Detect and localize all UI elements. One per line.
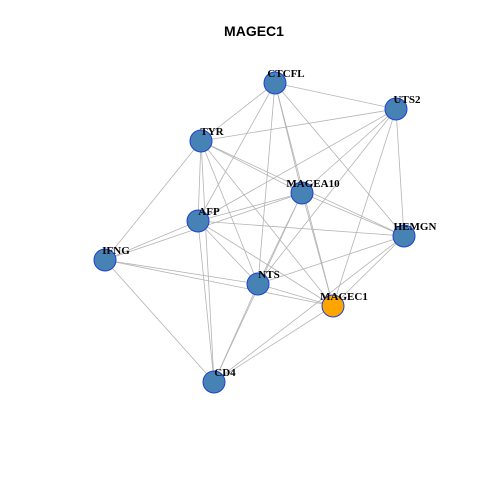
node-circle-hemgn[interactable] [392, 224, 416, 248]
node-circle-nts[interactable] [246, 272, 270, 296]
edges-layer [104, 82, 405, 383]
edge-magec1-cd4 [213, 305, 334, 383]
node-label-tyr: TYR [200, 126, 224, 138]
node-circle-magea10[interactable] [290, 181, 314, 205]
edge-uts2-magec1 [332, 108, 397, 307]
node-label-afp: AFP [198, 206, 220, 218]
edge-magea10-magec1 [301, 192, 334, 307]
edge-ctcfl-uts2 [274, 82, 397, 110]
edge-ctcfl-tyr [200, 82, 276, 142]
node-ctcfl[interactable]: CTCFL [263, 68, 305, 95]
edge-afp-magec1 [197, 220, 334, 307]
edge-magea10-afp [197, 192, 303, 222]
edge-uts2-magea10 [301, 108, 397, 194]
edge-tyr-afp [197, 140, 202, 222]
node-magec1[interactable]: MAGEC1 [320, 291, 368, 318]
edge-hemgn-nts [257, 235, 405, 285]
node-nts[interactable]: NTS [246, 269, 280, 296]
edge-tyr-ifng [104, 140, 202, 261]
edge-magea10-hemgn [301, 192, 405, 237]
node-label-nts: NTS [258, 269, 279, 281]
node-circle-afp[interactable] [186, 209, 210, 233]
node-label-ifng: IFNG [102, 245, 130, 257]
node-circle-uts2[interactable] [384, 97, 408, 121]
node-label-hemgn: HEMGN [394, 221, 437, 233]
node-tyr[interactable]: TYR [189, 126, 225, 153]
node-label-ctcfl: CTCFL [267, 68, 304, 80]
diagram-title: MAGEC1 [224, 23, 284, 39]
node-label-magea10: MAGEA10 [286, 178, 340, 190]
edge-uts2-nts [257, 108, 397, 285]
node-magea10[interactable]: MAGEA10 [286, 178, 340, 205]
edge-tyr-magec1 [200, 140, 334, 307]
node-label-cd4: CD4 [214, 367, 236, 379]
node-ifng[interactable]: IFNG [93, 245, 130, 272]
edge-afp-hemgn [197, 220, 405, 237]
edge-afp-cd4 [197, 220, 215, 383]
node-uts2[interactable]: UTS2 [384, 94, 421, 121]
edge-uts2-hemgn [395, 108, 405, 237]
edge-ifng-cd4 [104, 259, 215, 383]
edge-uts2-afp [197, 108, 397, 222]
node-circle-ifng[interactable] [93, 248, 117, 272]
edge-hemgn-cd4 [213, 235, 405, 383]
edge-ctcfl-nts [257, 82, 276, 285]
edge-nts-cd4 [213, 283, 259, 383]
edge-tyr-cd4 [200, 140, 215, 383]
node-circle-ctcfl[interactable] [263, 71, 287, 95]
edge-ifng-magec1 [104, 259, 334, 307]
node-cd4[interactable]: CD4 [202, 367, 236, 394]
edge-hemgn-magec1 [332, 235, 405, 307]
edge-ctcfl-afp [197, 82, 276, 222]
edge-uts2-tyr [200, 108, 397, 142]
edge-afp-ifng [104, 220, 199, 261]
node-label-magec1: MAGEC1 [320, 291, 368, 303]
node-circle-cd4[interactable] [202, 370, 226, 394]
node-afp[interactable]: AFP [186, 206, 220, 233]
edge-ifng-nts [104, 259, 259, 285]
node-circle-magec1[interactable] [321, 294, 345, 318]
node-label-uts2: UTS2 [394, 94, 421, 106]
edge-nts-magec1 [257, 283, 334, 307]
edge-tyr-magea10 [200, 140, 303, 194]
node-circle-tyr[interactable] [189, 129, 213, 153]
edge-afp-nts [197, 220, 259, 285]
node-hemgn[interactable]: HEMGN [392, 221, 437, 248]
